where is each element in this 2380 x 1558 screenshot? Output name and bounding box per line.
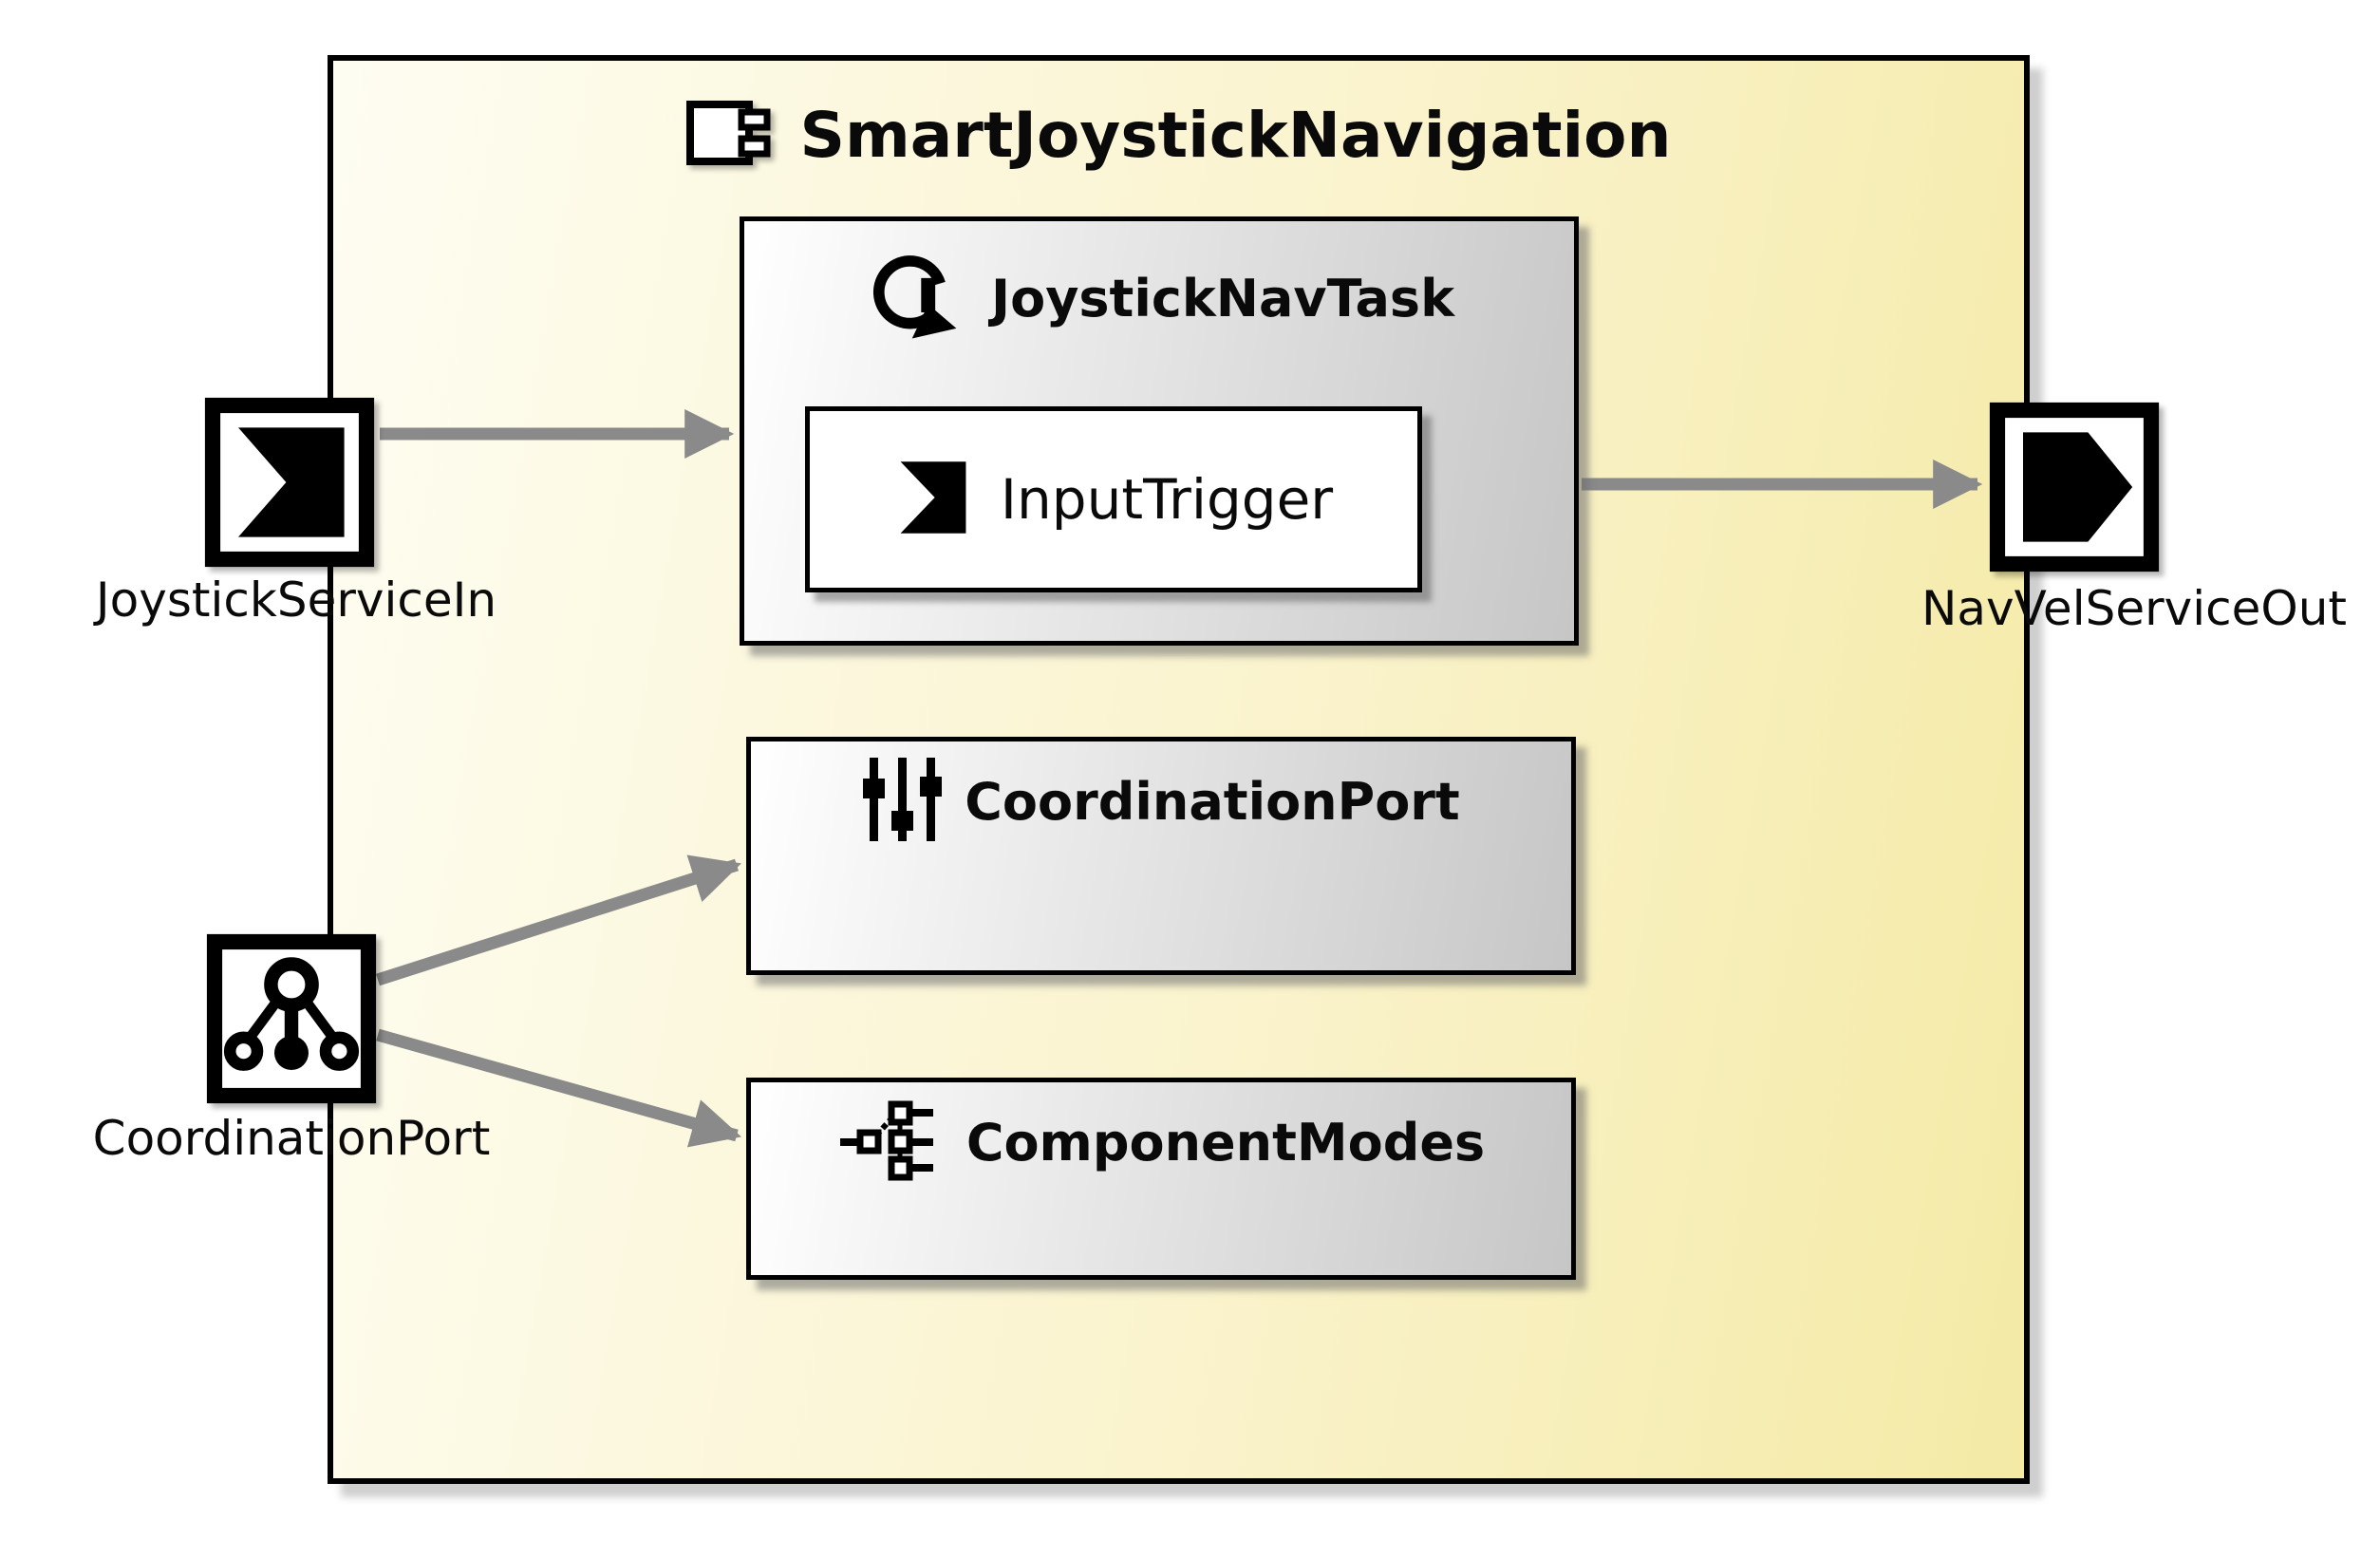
service-out-port-icon [1989, 402, 2160, 576]
connection-coordinationport-to-coordination-box[interactable] [376, 854, 741, 986]
frame-title: SmartJoystickNavigation [799, 98, 1672, 172]
component-modes-label: ComponentModes [965, 1112, 1486, 1173]
connection-coordinationport-to-componentmodes-box[interactable] [376, 1028, 742, 1148]
input-trigger-label: InputTrigger [1000, 467, 1334, 532]
coordination-port-icon [206, 933, 377, 1108]
port-joystick-service-in[interactable] [204, 397, 375, 568]
input-trigger-icon [894, 457, 972, 542]
coordination-box-header: CoordinationPort [751, 749, 1571, 854]
port-label-nav-vel-service-out: NavVelServiceOut [1921, 581, 2348, 636]
component-modes-box[interactable]: ComponentModes [746, 1078, 1576, 1280]
coordination-box-label: CoordinationPort [965, 771, 1460, 832]
sliders-icon [862, 753, 943, 850]
coordination-box[interactable]: CoordinationPort [746, 737, 1576, 975]
service-in-port-icon [204, 397, 375, 572]
task-box-header: JoystickNavTask [744, 246, 1574, 350]
port-nav-vel-service-out[interactable] [1989, 402, 2160, 573]
port-label-joystick-service-in: JoystickServiceIn [95, 573, 497, 628]
cyclic-task-icon [864, 246, 968, 350]
port-label-coordination: CoordinationPort [92, 1111, 491, 1166]
mode-switch-icon [837, 1097, 944, 1188]
port-coordination[interactable] [206, 933, 377, 1104]
component-modes-header: ComponentModes [751, 1090, 1571, 1194]
uml-component-icon [685, 100, 773, 170]
input-trigger-box[interactable]: InputTrigger [805, 406, 1422, 592]
task-box-label: JoystickNavTask [991, 268, 1454, 328]
frame-title-row: SmartJoystickNavigation [328, 89, 2030, 180]
